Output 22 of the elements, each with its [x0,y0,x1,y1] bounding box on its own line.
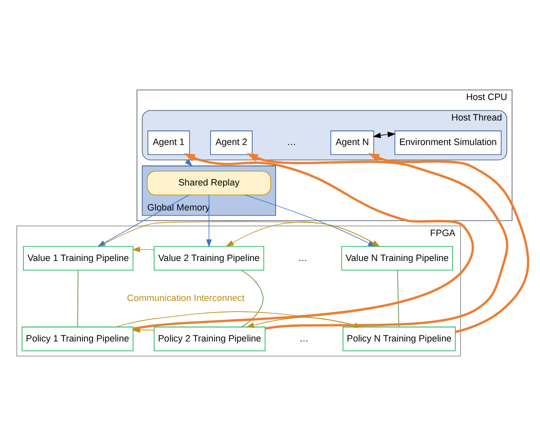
node-box: Policy 1 Training Pipeline [22,326,134,352]
arrow [132,246,154,252]
node-box: Environment Simulation [394,130,502,155]
node-box: Value 1 Training Pipeline [23,246,134,271]
connector [77,270,78,328]
node-box: Shared Replay [146,170,272,196]
node-box: Agent N [330,130,374,155]
label: … [299,333,309,344]
node-box: Value N Training Pipeline [341,246,453,271]
label: … [286,137,296,148]
connector [240,270,264,328]
label: … [298,252,308,263]
node-box: Value 2 Training Pipeline [154,246,264,271]
node-box: Policy N Training Pipeline [342,326,456,352]
node-box: Agent 2 [210,130,253,155]
arrow [206,194,212,248]
node-box: Policy 2 Training Pipeline [154,326,266,352]
label: Communication Interconnect [127,293,245,304]
arrow [372,132,396,138]
node-box: Agent 1 [148,130,190,155]
connector [397,270,400,328]
arrow [132,327,154,333]
